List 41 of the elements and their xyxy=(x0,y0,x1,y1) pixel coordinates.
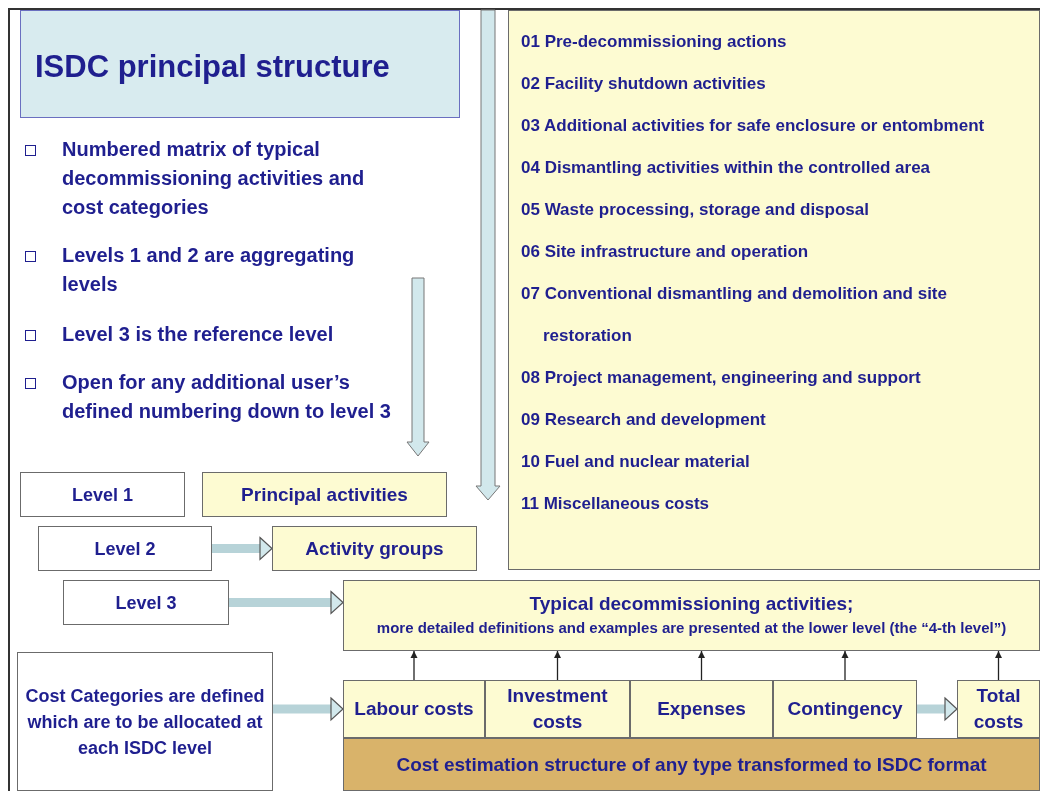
note-box: Cost Categories are defined which are to be allocated at each ISDC level xyxy=(17,652,273,791)
level-box: Level 1 xyxy=(20,472,185,517)
arrow xyxy=(841,650,849,681)
list-item: 04 Dismantling activities within the controlled area xyxy=(521,157,932,179)
list-item: 08 Project management, engineering and support xyxy=(521,367,922,389)
activity-box: Principal activities xyxy=(202,472,447,517)
level-box: Level 3 xyxy=(63,580,229,625)
bullet-text: Level 3 is the reference level xyxy=(62,322,335,347)
bullet-text: Open for any additional user’s defined numbering down to level 3 xyxy=(62,370,392,424)
level-box: Level 2 xyxy=(38,526,212,571)
list-item: 03 Additional activities for safe enclosure or entombment xyxy=(521,115,986,137)
list-item: 05 Waste processing, storage and disposal xyxy=(521,199,870,221)
list-item: 10 Fuel and nuclear material xyxy=(521,451,751,473)
arrow xyxy=(698,650,705,681)
arrow xyxy=(995,650,1002,681)
list-item: 07 Conventional dismantling and demolition and site restoration xyxy=(521,283,948,347)
arrow xyxy=(554,650,561,681)
activity-box: Activity groups xyxy=(272,526,477,571)
list-panel xyxy=(508,10,1040,570)
activity-box xyxy=(343,580,1040,651)
cost-category-box: Expenses xyxy=(630,680,773,738)
title-box: ISDC principal structure xyxy=(20,10,460,118)
structure-bar: Cost estimation structure of any type transformed to ISDC format xyxy=(343,738,1040,791)
cost-category-box: Investment costs xyxy=(485,680,630,738)
cost-category-box: Labour costs xyxy=(343,680,485,738)
arrow xyxy=(273,697,344,721)
list-item: 06 Site infrastructure and operation xyxy=(521,241,810,263)
cost-category-box: Total costs xyxy=(957,680,1040,738)
list-item: 01 Pre-decommissioning actions xyxy=(521,31,788,53)
list-item: 11 Miscellaneous costs xyxy=(521,493,711,515)
box-note: more detailed definitions and examples are presented at the lower level (the “4-th level”) xyxy=(376,617,1007,638)
list-item: 09 Research and development xyxy=(521,409,767,431)
arrow xyxy=(917,697,958,721)
list-item: 02 Facility shutdown activities xyxy=(521,73,767,95)
arrow xyxy=(229,590,344,615)
bullet-text: Numbered matrix of typical decommissioning activities and cost categories xyxy=(62,137,366,220)
bullet-text: Levels 1 and 2 are aggregating levels xyxy=(62,243,356,297)
arrow xyxy=(212,536,273,561)
cost-category-box: Contingency xyxy=(773,680,917,738)
arrow xyxy=(410,650,418,681)
box-heading: Typical decommissioning activities; xyxy=(529,591,854,616)
